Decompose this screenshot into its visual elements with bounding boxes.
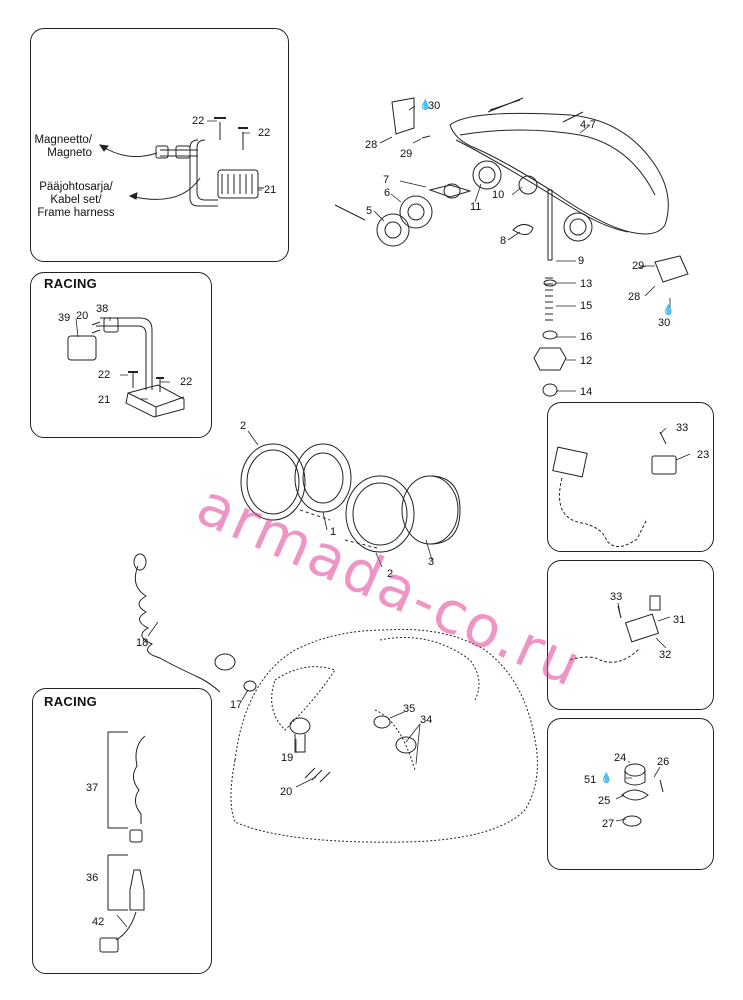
regulator-panel bbox=[30, 28, 289, 262]
callout-9: 9 bbox=[578, 255, 585, 267]
racing-top-panel: RACING bbox=[30, 272, 212, 438]
voltage-regulator-drawing bbox=[98, 117, 264, 207]
racing-regulator-drawing bbox=[67, 317, 185, 418]
callout-2: 2 bbox=[387, 568, 394, 580]
callout-29: 29 bbox=[400, 148, 413, 160]
callout-16: 16 bbox=[580, 331, 593, 343]
callout-11: 11 bbox=[470, 201, 482, 213]
callout-25: 25 bbox=[598, 795, 611, 807]
racing-bottom-title: RACING bbox=[44, 694, 98, 709]
callout-30: 30 bbox=[428, 100, 441, 112]
leader-lines bbox=[75, 105, 691, 928]
callout-21: 21 bbox=[98, 394, 111, 406]
callout-34: 34 bbox=[420, 714, 433, 726]
fuse-holder-drawing bbox=[569, 595, 661, 663]
callout-5: 5 bbox=[366, 205, 373, 217]
callout-29: 29 bbox=[632, 260, 645, 272]
callout-4-7: 4-7 bbox=[580, 119, 596, 131]
callout-22: 22 bbox=[98, 369, 111, 381]
callout-22: 22 bbox=[258, 127, 271, 139]
sensor-drawing bbox=[621, 763, 664, 827]
drop-icon: 💧 bbox=[419, 100, 432, 111]
callout-28: 28 bbox=[365, 139, 378, 151]
callout-7: 7 bbox=[383, 174, 390, 186]
callout-36: 36 bbox=[86, 872, 99, 884]
callout-20: 20 bbox=[76, 310, 89, 322]
callout-42: 42 bbox=[92, 916, 105, 928]
callout-13: 13 bbox=[580, 278, 593, 290]
racing-bottom-panel: RACING bbox=[32, 688, 212, 974]
racing-top-title: RACING bbox=[44, 276, 98, 291]
frame-harness-note-line: Kabel set/ bbox=[50, 194, 102, 206]
callout-35: 35 bbox=[403, 703, 416, 715]
callout-20: 20 bbox=[280, 786, 293, 798]
callout-23: 23 bbox=[697, 449, 710, 461]
callout-28: 28 bbox=[628, 291, 641, 303]
callout-32: 32 bbox=[659, 649, 672, 661]
callout-27: 27 bbox=[602, 818, 615, 830]
callout-19: 19 bbox=[281, 752, 294, 764]
callout-10: 10 bbox=[492, 189, 505, 201]
callout-38: 38 bbox=[96, 303, 109, 315]
callout-8: 8 bbox=[500, 235, 507, 247]
callout-18: 18 bbox=[136, 637, 149, 649]
callout-17: 17 bbox=[230, 699, 243, 711]
callout-33: 33 bbox=[676, 422, 689, 434]
callout-51: 51 bbox=[584, 774, 597, 786]
magneto-note: Magneetto/ Magneto bbox=[30, 134, 92, 160]
console-parts-drawing bbox=[289, 715, 417, 783]
callout-6: 6 bbox=[384, 187, 391, 199]
callout-2: 2 bbox=[240, 420, 247, 432]
fuse-panel bbox=[547, 560, 714, 710]
callout-22: 22 bbox=[192, 115, 205, 127]
frame-harness-note-line: Pääjohtosarja/ bbox=[39, 181, 113, 193]
magneto-note-line: Magneetto/ bbox=[34, 134, 92, 146]
callout-33: 33 bbox=[610, 591, 623, 603]
callout-26: 26 bbox=[657, 756, 670, 768]
headlight-assembly-drawing bbox=[334, 97, 689, 397]
callout-3: 3 bbox=[428, 556, 435, 568]
drop-icon: 💧 bbox=[600, 773, 613, 784]
racing-lanyard-drawing bbox=[99, 731, 146, 953]
relay-harness-drawing bbox=[552, 431, 677, 547]
relay-panel bbox=[547, 402, 714, 552]
frame-harness-note: Pääjohtosarja/ Kabel set/ Frame harness bbox=[30, 181, 122, 220]
gauge-drawing bbox=[240, 443, 461, 553]
callout-1: 1 bbox=[330, 526, 337, 538]
callout-21: 21 bbox=[264, 184, 277, 196]
callout-31: 31 bbox=[673, 614, 686, 626]
magneto-note-line: Magneto bbox=[47, 147, 92, 159]
callout-24: 24 bbox=[614, 752, 627, 764]
sensor-panel bbox=[547, 718, 714, 870]
callout-15: 15 bbox=[580, 300, 593, 312]
callout-39: 39 bbox=[58, 312, 71, 324]
lanyard-drawing bbox=[133, 553, 257, 693]
callout-22: 22 bbox=[180, 376, 193, 388]
callout-14: 14 bbox=[580, 386, 593, 398]
callout-37: 37 bbox=[86, 782, 99, 794]
callout-30: 30 bbox=[658, 317, 671, 329]
frame-harness-note-line: Frame harness bbox=[37, 207, 115, 219]
drop-icon: 💧 bbox=[662, 305, 675, 316]
callout-12: 12 bbox=[580, 355, 593, 367]
console-body-drawing bbox=[230, 628, 538, 843]
